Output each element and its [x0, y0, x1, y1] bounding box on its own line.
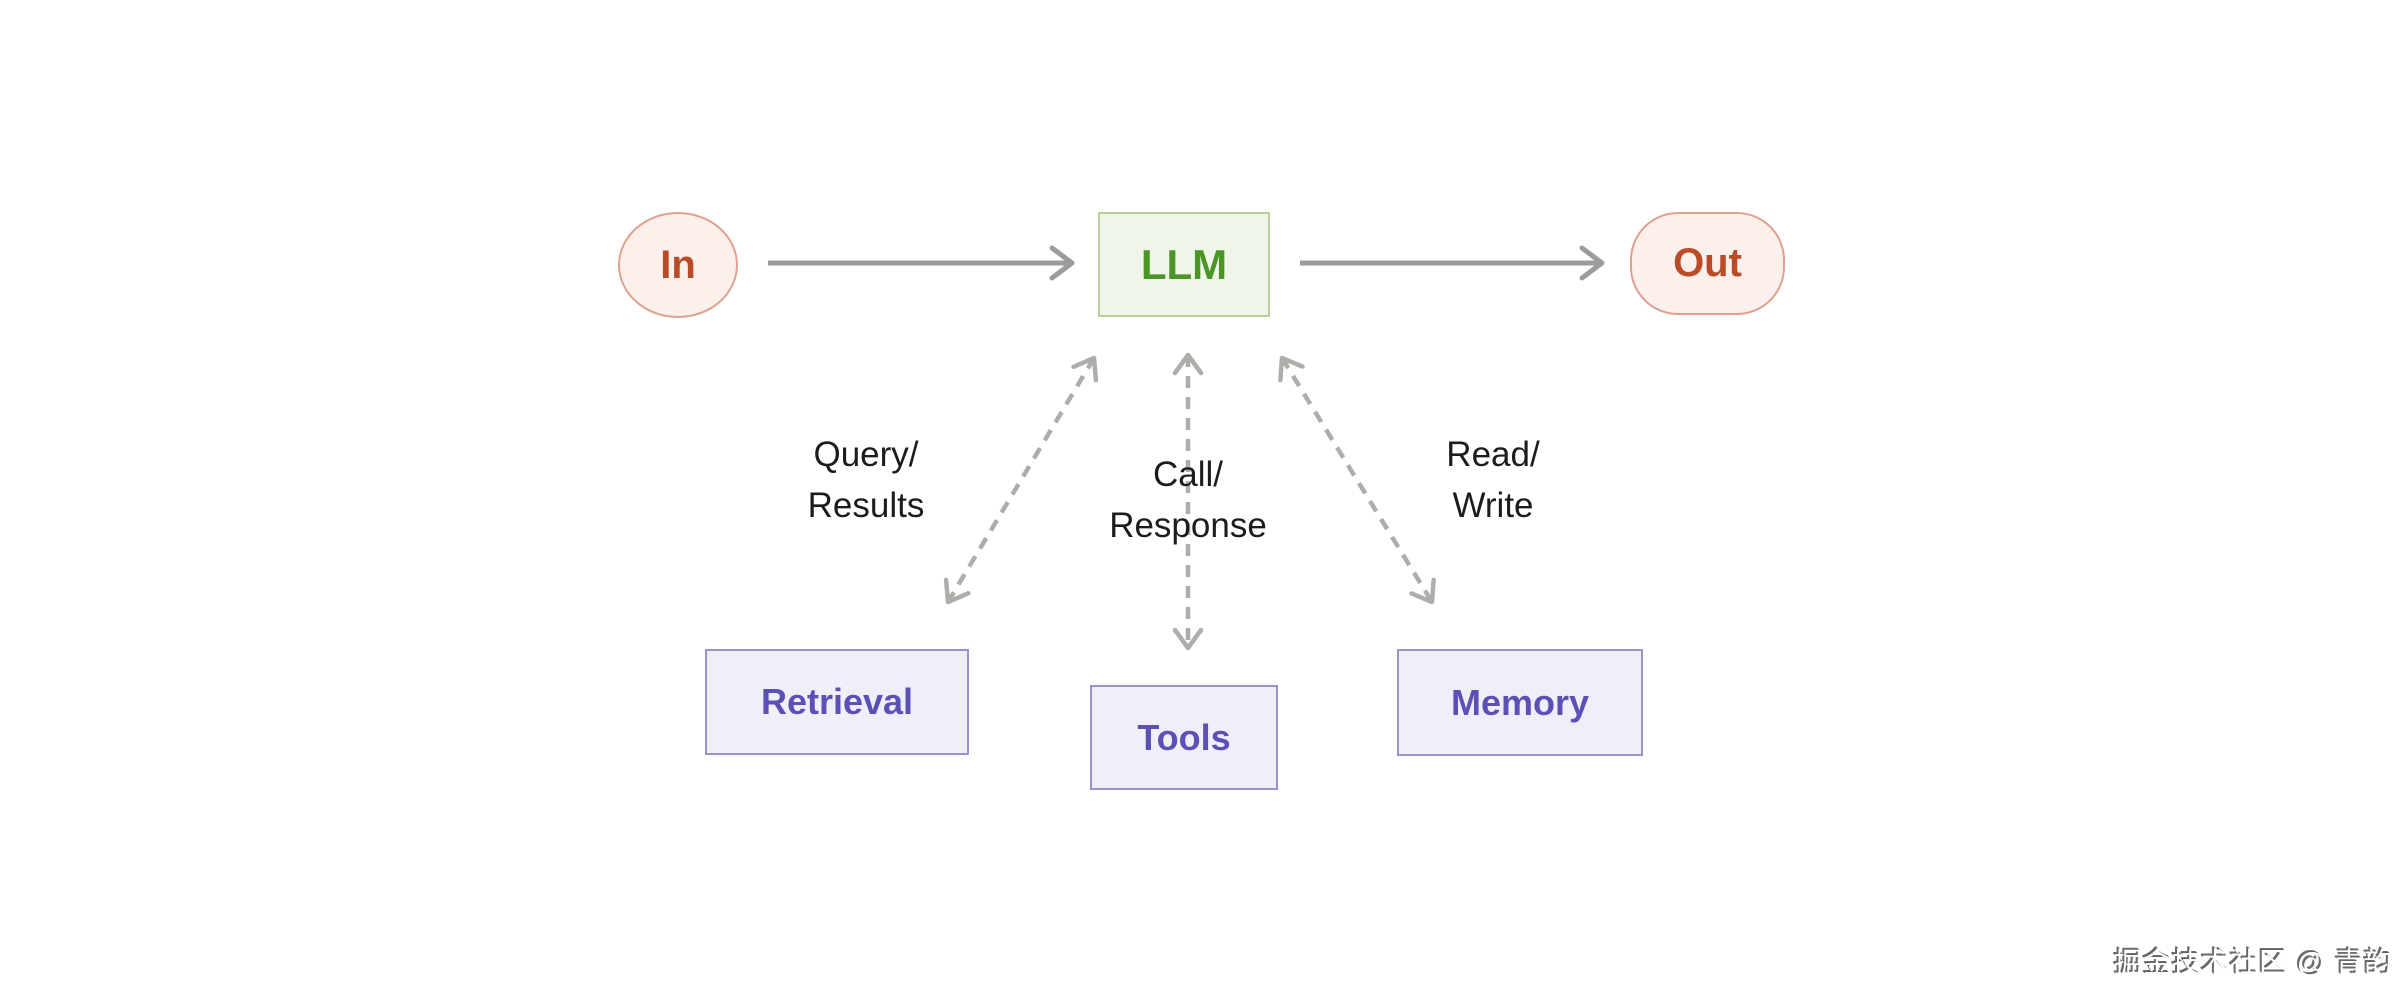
node-memory: Memory [1397, 649, 1643, 756]
edge-label-line: Results [807, 486, 925, 525]
edge-llm-memory [1278, 355, 1436, 605]
node-retrieval-label: Retrieval [760, 681, 914, 722]
node-out-label: Out [1673, 241, 1742, 285]
node-llm-label: LLM [1140, 240, 1228, 288]
edge-llm-retrieval [943, 355, 1099, 605]
watermark-text: 掘金技术社区 @ 青韵 [2114, 947, 2393, 978]
edge-label-line: Response [1109, 506, 1267, 545]
node-retrieval: Retrieval [705, 649, 969, 755]
node-tools: Tools [1090, 685, 1278, 790]
node-memory-label: Memory [1450, 681, 1590, 723]
node-out: Out [1630, 212, 1785, 315]
edge-label-read-write: Read/ Write [1343, 429, 1643, 531]
edge-label-line: Call/ [1152, 455, 1224, 494]
edge-label-query-results: Query/ Results [716, 429, 1016, 531]
edge-label-line: Read/ [1446, 435, 1540, 474]
node-tools-label: Tools [1137, 716, 1231, 758]
edge-label-line: Query/ [813, 435, 919, 474]
node-llm: LLM [1098, 212, 1270, 317]
node-in-label: In [660, 242, 696, 287]
edge-label-call-response: Call/ Response [1038, 449, 1338, 551]
node-in: In [618, 212, 738, 318]
edge-label-line: Write [1452, 486, 1534, 525]
